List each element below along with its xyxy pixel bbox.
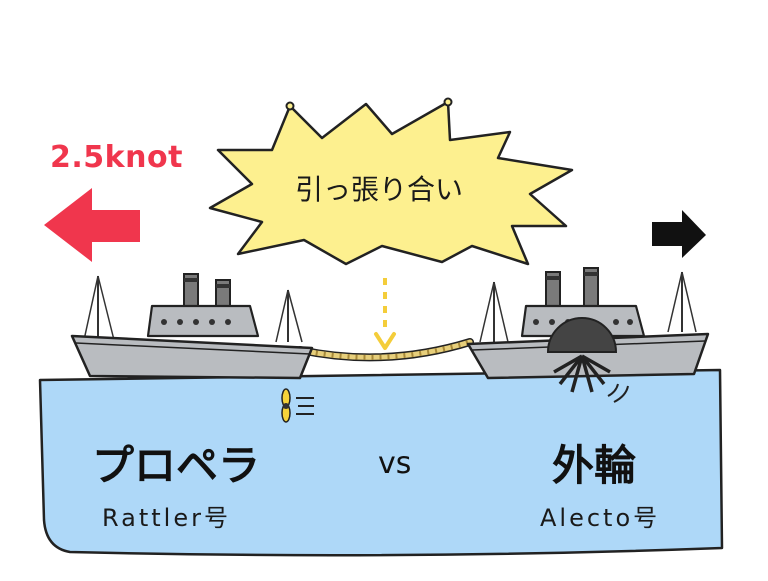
left-ship-title: プロペラ — [92, 441, 261, 490]
propeller-icon — [281, 388, 314, 423]
speed-label: 2.5knot — [50, 140, 183, 175]
tug-of-war-label: 引っ張り合い — [294, 173, 463, 206]
right-arrow-icon — [652, 210, 706, 258]
right-ship — [466, 267, 710, 380]
left-ship-name: Rattler号 — [102, 504, 231, 532]
left-ship — [70, 273, 314, 380]
paddle-wheel-icon — [546, 317, 629, 403]
vs-label: vs — [378, 446, 412, 481]
sea — [38, 368, 724, 557]
tow-rope — [296, 338, 474, 362]
dashed-pointer-arrow — [374, 278, 396, 350]
left-arrow-icon — [44, 188, 140, 262]
right-ship-title: 外輪 — [552, 441, 637, 490]
right-ship-name: Alecto号 — [540, 504, 661, 532]
